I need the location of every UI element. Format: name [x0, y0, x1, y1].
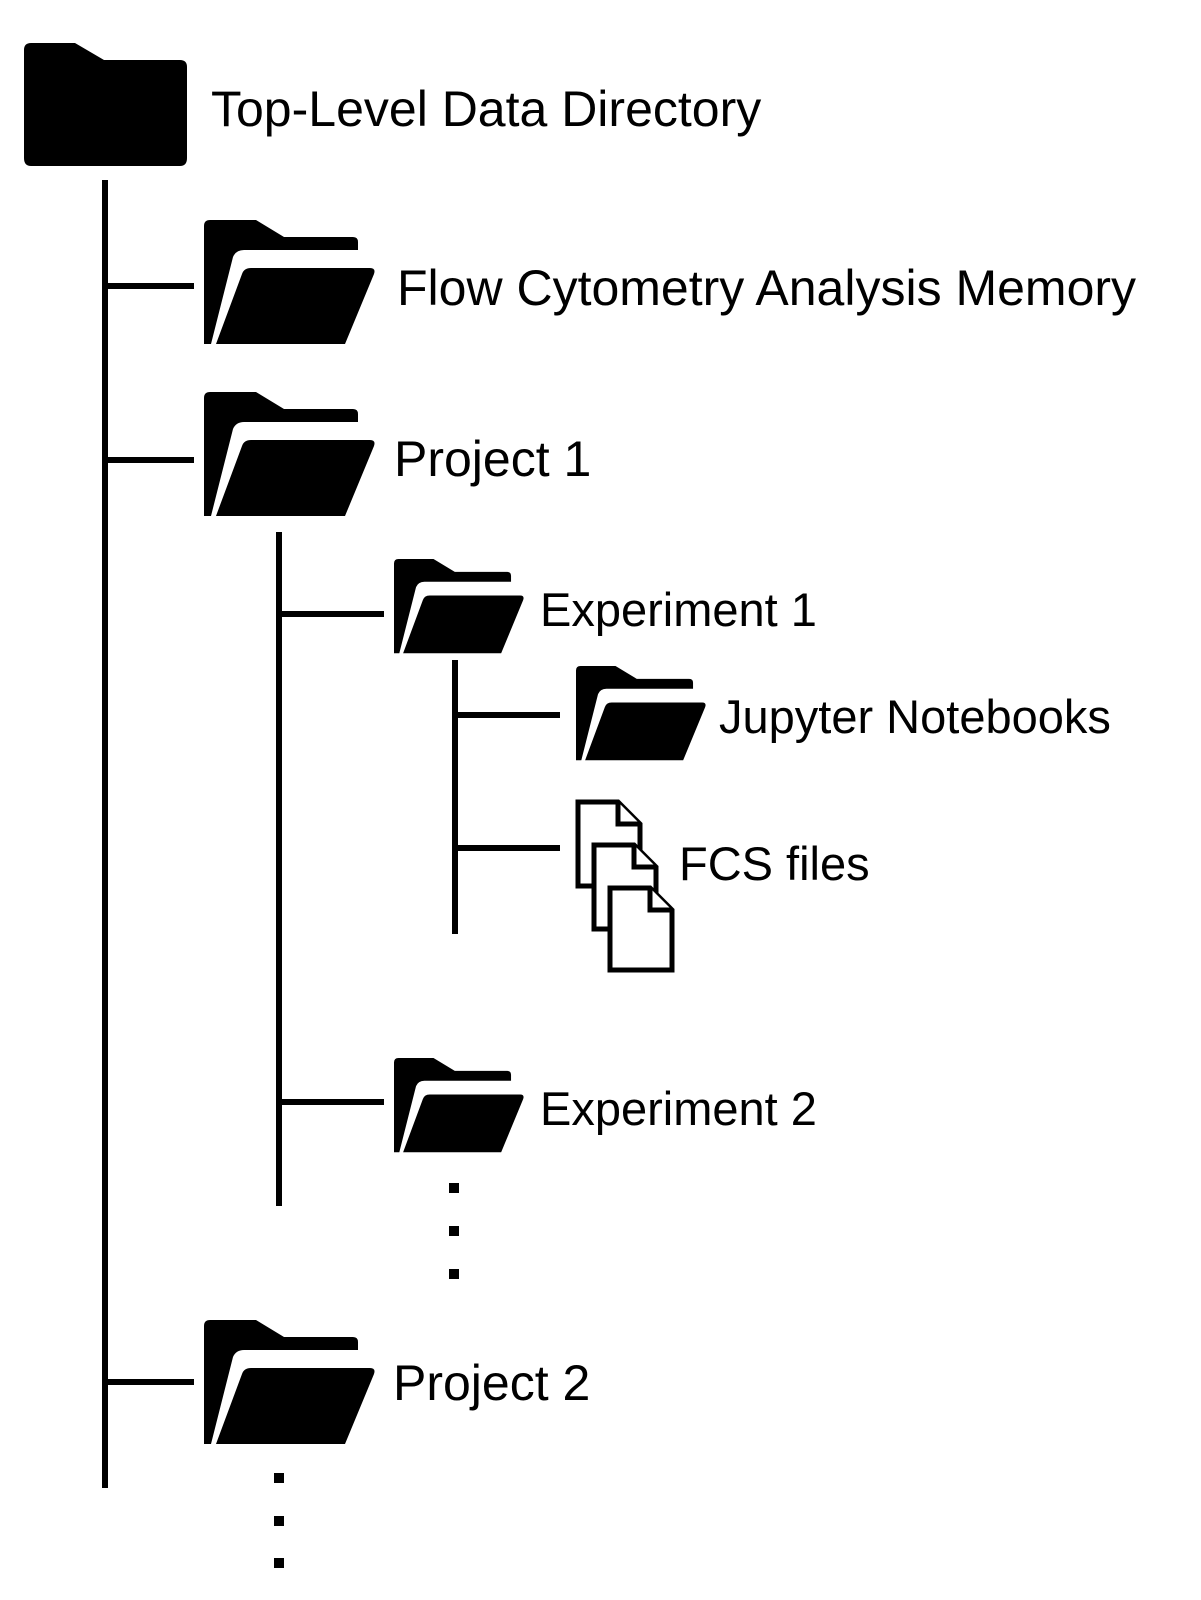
folder-open-icon: [204, 1320, 375, 1444]
project-2-label: Project 2: [393, 1355, 591, 1411]
tree-connectors: [102, 180, 560, 1488]
folder-open-icon: [394, 1058, 524, 1153]
folder-closed-icon: [24, 43, 187, 166]
experiments-continuation-dots: [449, 1183, 459, 1279]
folder-open-icon: [204, 392, 375, 516]
jupyter-notebooks-label: Jupyter Notebooks: [719, 690, 1111, 743]
fcs-files-label: FCS files: [679, 837, 870, 890]
project-1-label: Project 1: [394, 431, 592, 487]
file-stack-icon: [575, 799, 675, 973]
experiment-1-label: Experiment 1: [540, 583, 817, 636]
flow-memory-folder-label: Flow Cytometry Analysis Memory: [397, 260, 1137, 316]
folder-open-icon: [576, 666, 706, 761]
experiment-2-label: Experiment 2: [540, 1082, 817, 1135]
folder-open-icon: [204, 220, 375, 344]
projects-continuation-dots: [274, 1473, 284, 1568]
root-directory-label: Top-Level Data Directory: [211, 81, 762, 137]
folder-open-icon: [394, 559, 524, 654]
